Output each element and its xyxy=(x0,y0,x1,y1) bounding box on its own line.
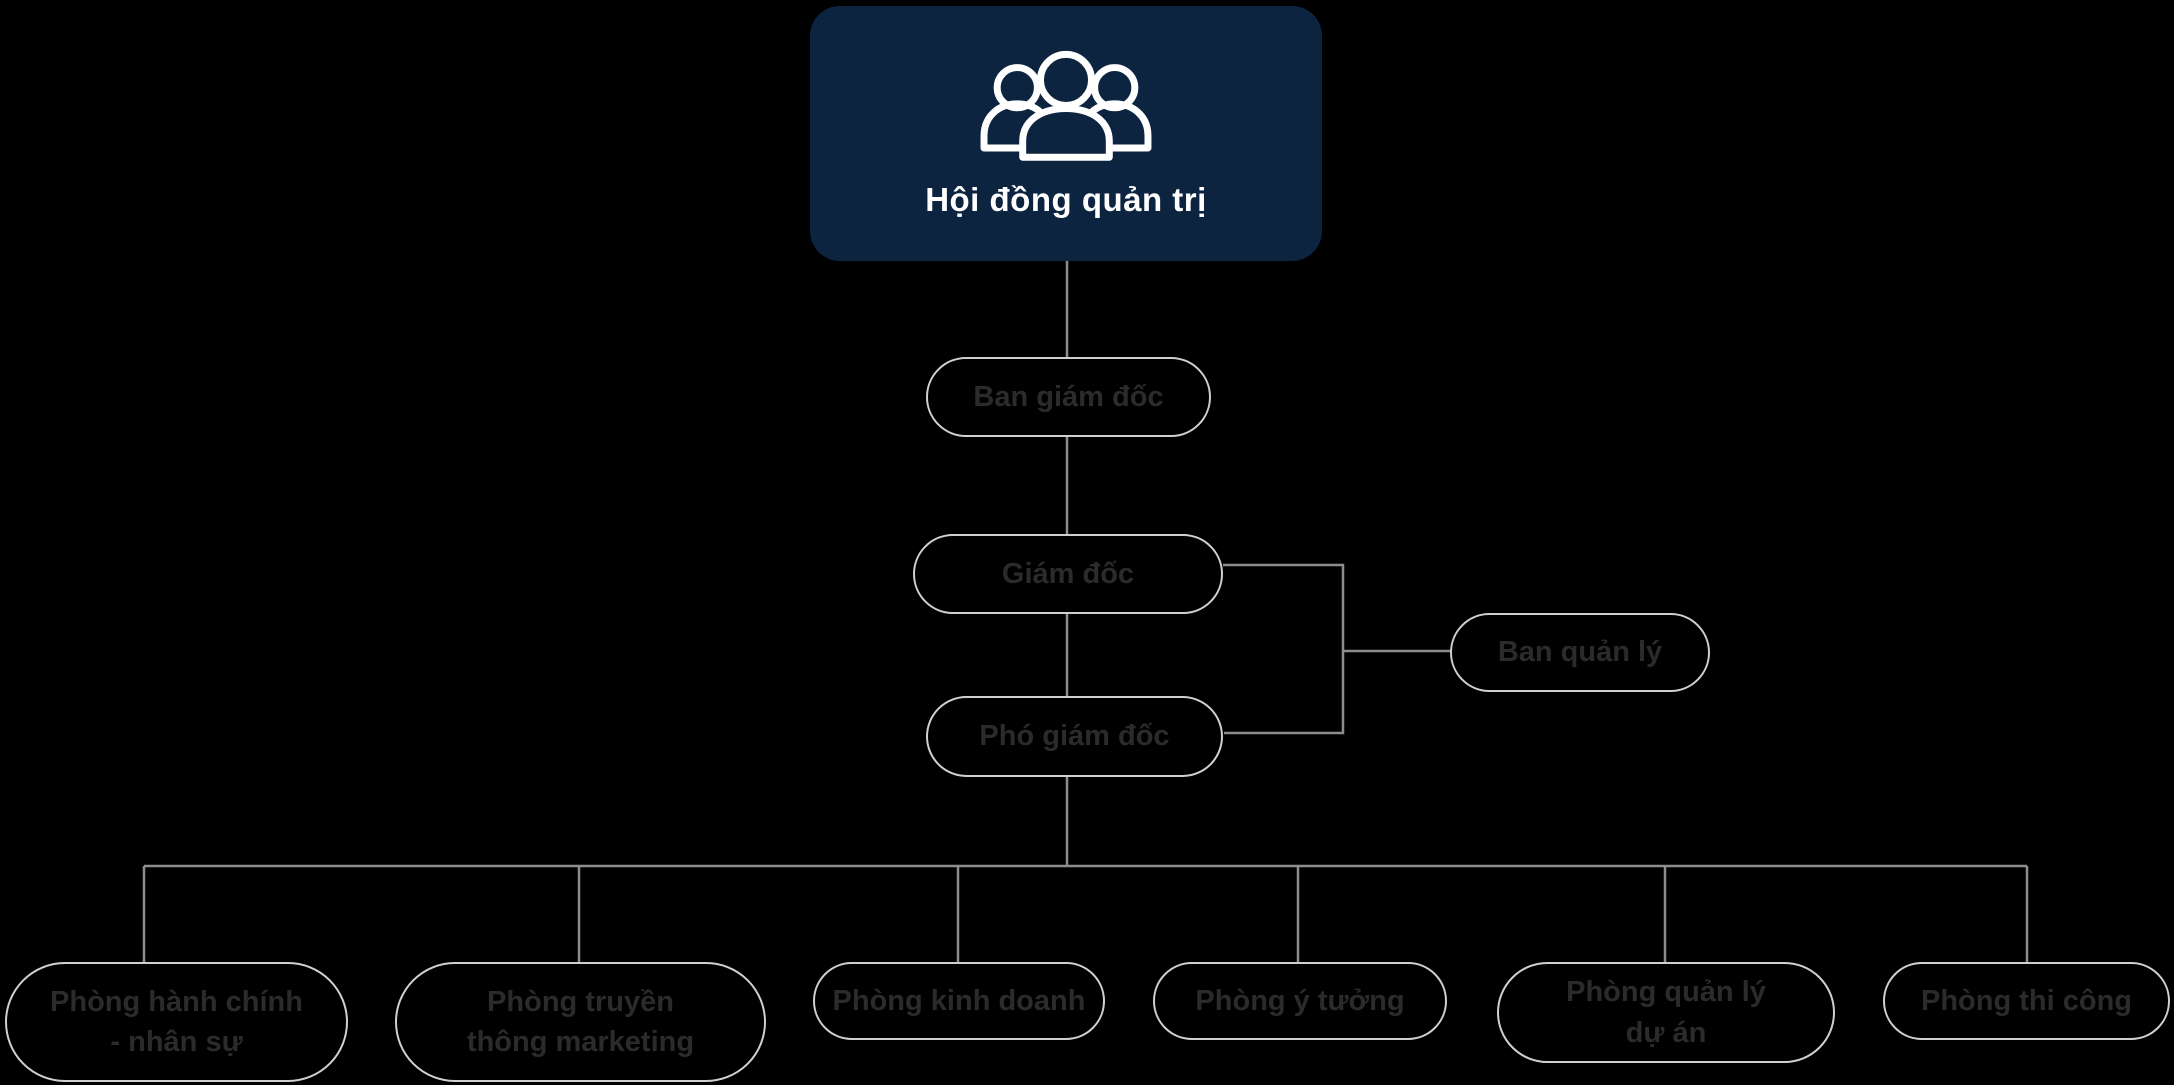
node-label: Phó giám đốc xyxy=(979,720,1170,753)
node-phong-thi-cong: Phòng thi công xyxy=(1883,962,2170,1040)
node-phong-hanh-chinh-nhan-su: Phòng hành chính - nhân sự xyxy=(5,962,348,1082)
node-label: Phòng thi công xyxy=(1920,984,2132,1017)
edge-bracket xyxy=(1223,563,1345,735)
node-ban-quan-ly: Ban quản lý xyxy=(1450,613,1710,692)
node-label: Ban giám đốc xyxy=(973,380,1164,413)
node-giam-doc: Giám đốc xyxy=(913,534,1223,614)
node-phong-truyen-thong-marketing: Phòng truyền thông marketing xyxy=(395,962,766,1082)
node-label-line2: thông marketing xyxy=(466,1026,695,1058)
node-label-line1: Phòng truyền xyxy=(487,985,674,1018)
node-label-line2: dự án xyxy=(1625,1016,1707,1049)
node-label-line1: Phòng quản lý xyxy=(1566,976,1766,1009)
node-phong-y-tuong: Phòng ý tưởng xyxy=(1153,962,1447,1040)
node-hoi-dong-quan-tri: Hội đồng quản trị xyxy=(810,6,1322,261)
node-label: Ban quản lý xyxy=(1497,636,1663,669)
node-label: Giám đốc xyxy=(1001,557,1135,590)
node-phong-kinh-doanh: Phòng kinh doanh xyxy=(813,962,1105,1040)
node-pho-giam-doc: Phó giám đốc xyxy=(926,696,1223,777)
node-phong-quan-ly-du-an: Phòng quản lý dự án xyxy=(1497,962,1835,1063)
node-label-line2: - nhân sự xyxy=(110,1026,243,1058)
node-label-line1: Phòng hành chính xyxy=(50,985,303,1018)
node-ban-giam-doc: Ban giám đốc xyxy=(926,357,1211,437)
node-label: Phòng kinh doanh xyxy=(832,984,1086,1017)
node-label: Hội đồng quản trị xyxy=(925,180,1207,218)
people-group-icon xyxy=(980,50,1152,161)
node-label: Phòng ý tưởng xyxy=(1195,984,1405,1017)
